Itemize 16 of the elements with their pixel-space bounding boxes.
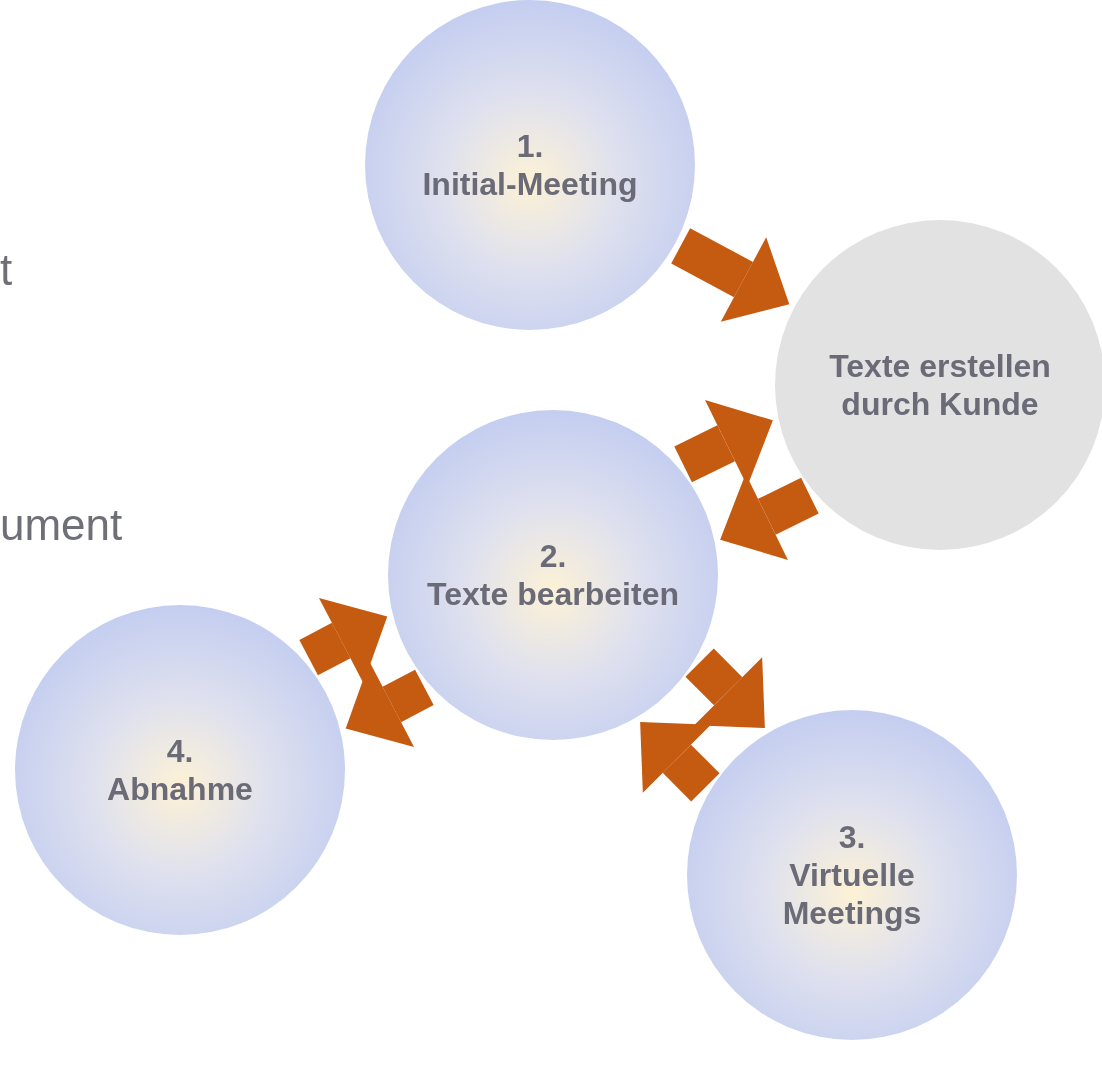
block-arrow [640,721,720,802]
block-arrow [299,598,388,684]
step-label: Texte bearbeiten [427,575,679,613]
step-label: Initial-Meeting [422,165,638,203]
step-label: Abnahme [107,770,253,808]
cut-off-text: t [0,245,13,295]
step-label: Virtuelle Meetings [781,856,923,932]
cut-off-text: ument [0,500,123,550]
step-label: 1. [516,127,544,165]
step-label: Texte erstellen durch Kunde [828,347,1052,423]
block-arrow [671,228,790,322]
block-arrow [685,648,765,729]
step-label: 3. [838,818,866,856]
step-label: 4. [166,732,194,770]
block-arrow [345,661,434,747]
step-label: 2. [539,537,567,575]
